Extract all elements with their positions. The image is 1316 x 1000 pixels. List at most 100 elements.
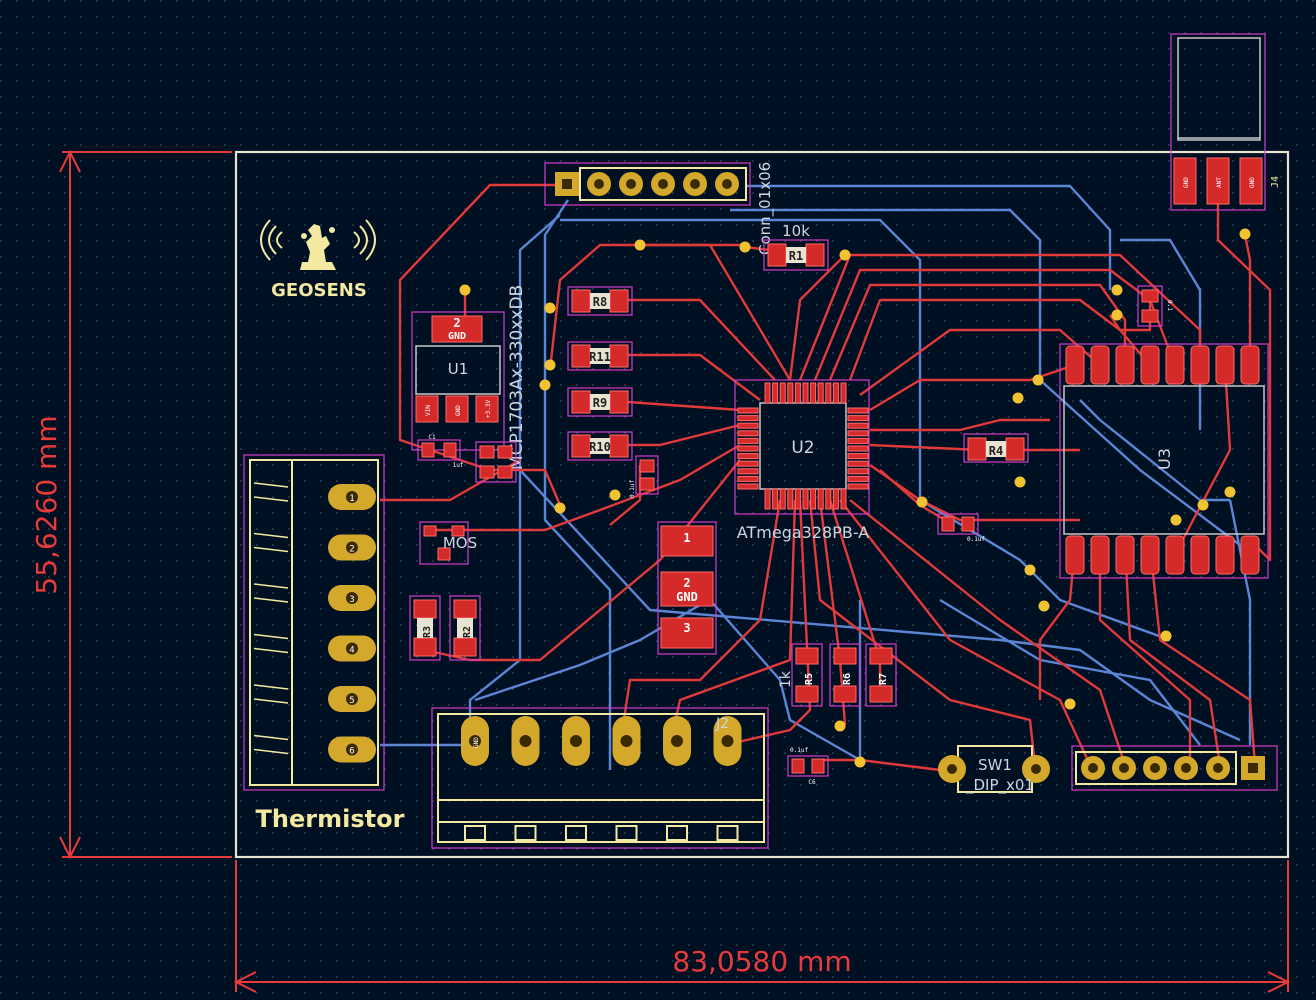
capacitor-c1[interactable]: C1 1uf: [417, 434, 464, 469]
antenna-connector-j4[interactable]: GND ANT GND J4: [1170, 33, 1281, 211]
u2-pin: [779, 488, 786, 510]
u1-pin-2: 2: [453, 316, 460, 330]
sw1-ref: SW1: [978, 756, 1012, 774]
j4-pin-gnd2: GND: [1249, 177, 1256, 188]
u3-pin: [1240, 535, 1260, 575]
power-part[interactable]: 1 2 GND 3: [657, 521, 717, 655]
j1-pin-hole: [626, 179, 636, 189]
pad: [609, 289, 629, 313]
logo-text: GEOSENS: [271, 280, 367, 301]
j2-pin-hole: [620, 735, 633, 747]
u1-pin-vin: VIN: [425, 405, 432, 416]
terminal-notch: [666, 825, 688, 841]
u2-pin: [737, 475, 759, 482]
resistor-r4[interactable]: R4: [963, 433, 1029, 463]
resistor[interactable]: R9: [567, 387, 633, 417]
r6-ref: R6: [842, 673, 853, 685]
u1-pin-gnd2: GND: [455, 405, 462, 416]
thermistor-pin-label: 3: [349, 595, 354, 605]
thermistor-pin-label: 4: [349, 646, 354, 656]
regulator-u1[interactable]: 2 GND VIN GND +3.3V U1 MCP1703Ax-330xxDB: [411, 285, 527, 470]
header-pin-hole: [1213, 763, 1223, 773]
resistor[interactable]: R11: [567, 341, 633, 371]
u2-pin: [787, 382, 794, 404]
u3-pin: [1115, 345, 1135, 385]
resistor-r6[interactable]: R6: [829, 643, 861, 707]
pad: [571, 344, 591, 368]
u1-pin-gnd: GND: [448, 331, 466, 342]
u1-value: MCP1703Ax-330xxDB: [507, 285, 527, 470]
u2-pin: [794, 488, 801, 510]
pad: [609, 390, 629, 414]
capacitor-u3[interactable]: 0.1: [1137, 285, 1173, 327]
u2-pin: [847, 407, 869, 414]
terminal-j2[interactable]: GND J2: [431, 707, 769, 849]
u2-pin: [737, 407, 759, 414]
c1-ref: C1: [428, 434, 436, 441]
u2-pin: [832, 488, 839, 510]
terminal-notch: [464, 825, 486, 841]
u2-pin: [737, 453, 759, 460]
resistor-ref: R10: [589, 440, 611, 454]
u2-pin: [847, 415, 869, 422]
j1-pin-hole: [722, 179, 732, 189]
resistor-r3[interactable]: R3: [409, 595, 441, 661]
header-right[interactable]: [1071, 745, 1278, 791]
module-u3[interactable]: U3: [1059, 343, 1269, 579]
mosfet[interactable]: MOS: [419, 521, 477, 565]
resistor-ref: R11: [589, 350, 611, 364]
capacitor-u2-decoupling[interactable]: 0.1uf: [629, 455, 659, 498]
height-dimension-label: 55,6260 mm: [30, 415, 63, 594]
thermistor-pin-label: 5: [349, 696, 354, 706]
switch-sw1[interactable]: SW1 _DIP_x01: [938, 745, 1050, 795]
terminal-hatch: [253, 698, 289, 704]
resistor[interactable]: R8: [567, 286, 633, 316]
capacitor-c6[interactable]: 0.1uf C6: [787, 747, 829, 786]
u2-ref: U2: [791, 438, 814, 458]
resistor-r1[interactable]: R1 10k: [763, 222, 829, 271]
u1-ref: U1: [448, 360, 469, 378]
j1-pin-hole: [690, 179, 700, 189]
part-pin-gnd: GND: [676, 590, 698, 604]
u2-pin: [737, 483, 759, 490]
u2-pin: [847, 430, 869, 437]
j2-pin-hole: [671, 735, 683, 747]
terminal-hatch: [253, 597, 289, 603]
u2-pin: [840, 382, 847, 404]
u2-pin: [764, 488, 771, 510]
resistor-body: [590, 438, 610, 454]
thermistor-pin-label: 6: [349, 747, 354, 757]
board-edge: [234, 150, 1290, 859]
mcu-u2[interactable]: U2 ATmega328PB-A: [734, 379, 870, 542]
u3-ref: U3: [1155, 448, 1174, 470]
thermistor-pin-label: 2: [349, 545, 354, 555]
sw1-value: _DIP_x01: [965, 776, 1034, 795]
u3-pin: [1090, 345, 1110, 385]
capacitor-group-u1[interactable]: [475, 441, 517, 483]
terminal-notch: [615, 825, 638, 841]
pad: [571, 434, 591, 458]
u3-pin: [1065, 345, 1085, 385]
resistor-r7[interactable]: R7: [865, 643, 897, 707]
u2-pin: [737, 460, 759, 467]
resistor-r5[interactable]: R5 1k: [778, 643, 823, 707]
u2-pin: [802, 488, 809, 510]
terminal-hatch: [253, 532, 289, 539]
resistor[interactable]: R10: [567, 431, 633, 461]
header-j1[interactable]: Conn_01x06: [544, 162, 775, 255]
r5-ref: R5: [804, 673, 815, 685]
resistor-ref: R9: [593, 396, 607, 410]
j2-pin-hole: [469, 735, 481, 747]
capacitor-c4[interactable]: 0.1uf: [937, 513, 985, 543]
r3-ref: R3: [422, 626, 433, 638]
u2-pin: [787, 488, 794, 510]
u2-pin: [737, 430, 759, 437]
u2-pin: [840, 488, 847, 510]
j1-pin-hole: [658, 179, 668, 189]
resistor-r2[interactable]: R2: [449, 595, 481, 661]
j2-pin-label: GND: [473, 737, 480, 748]
